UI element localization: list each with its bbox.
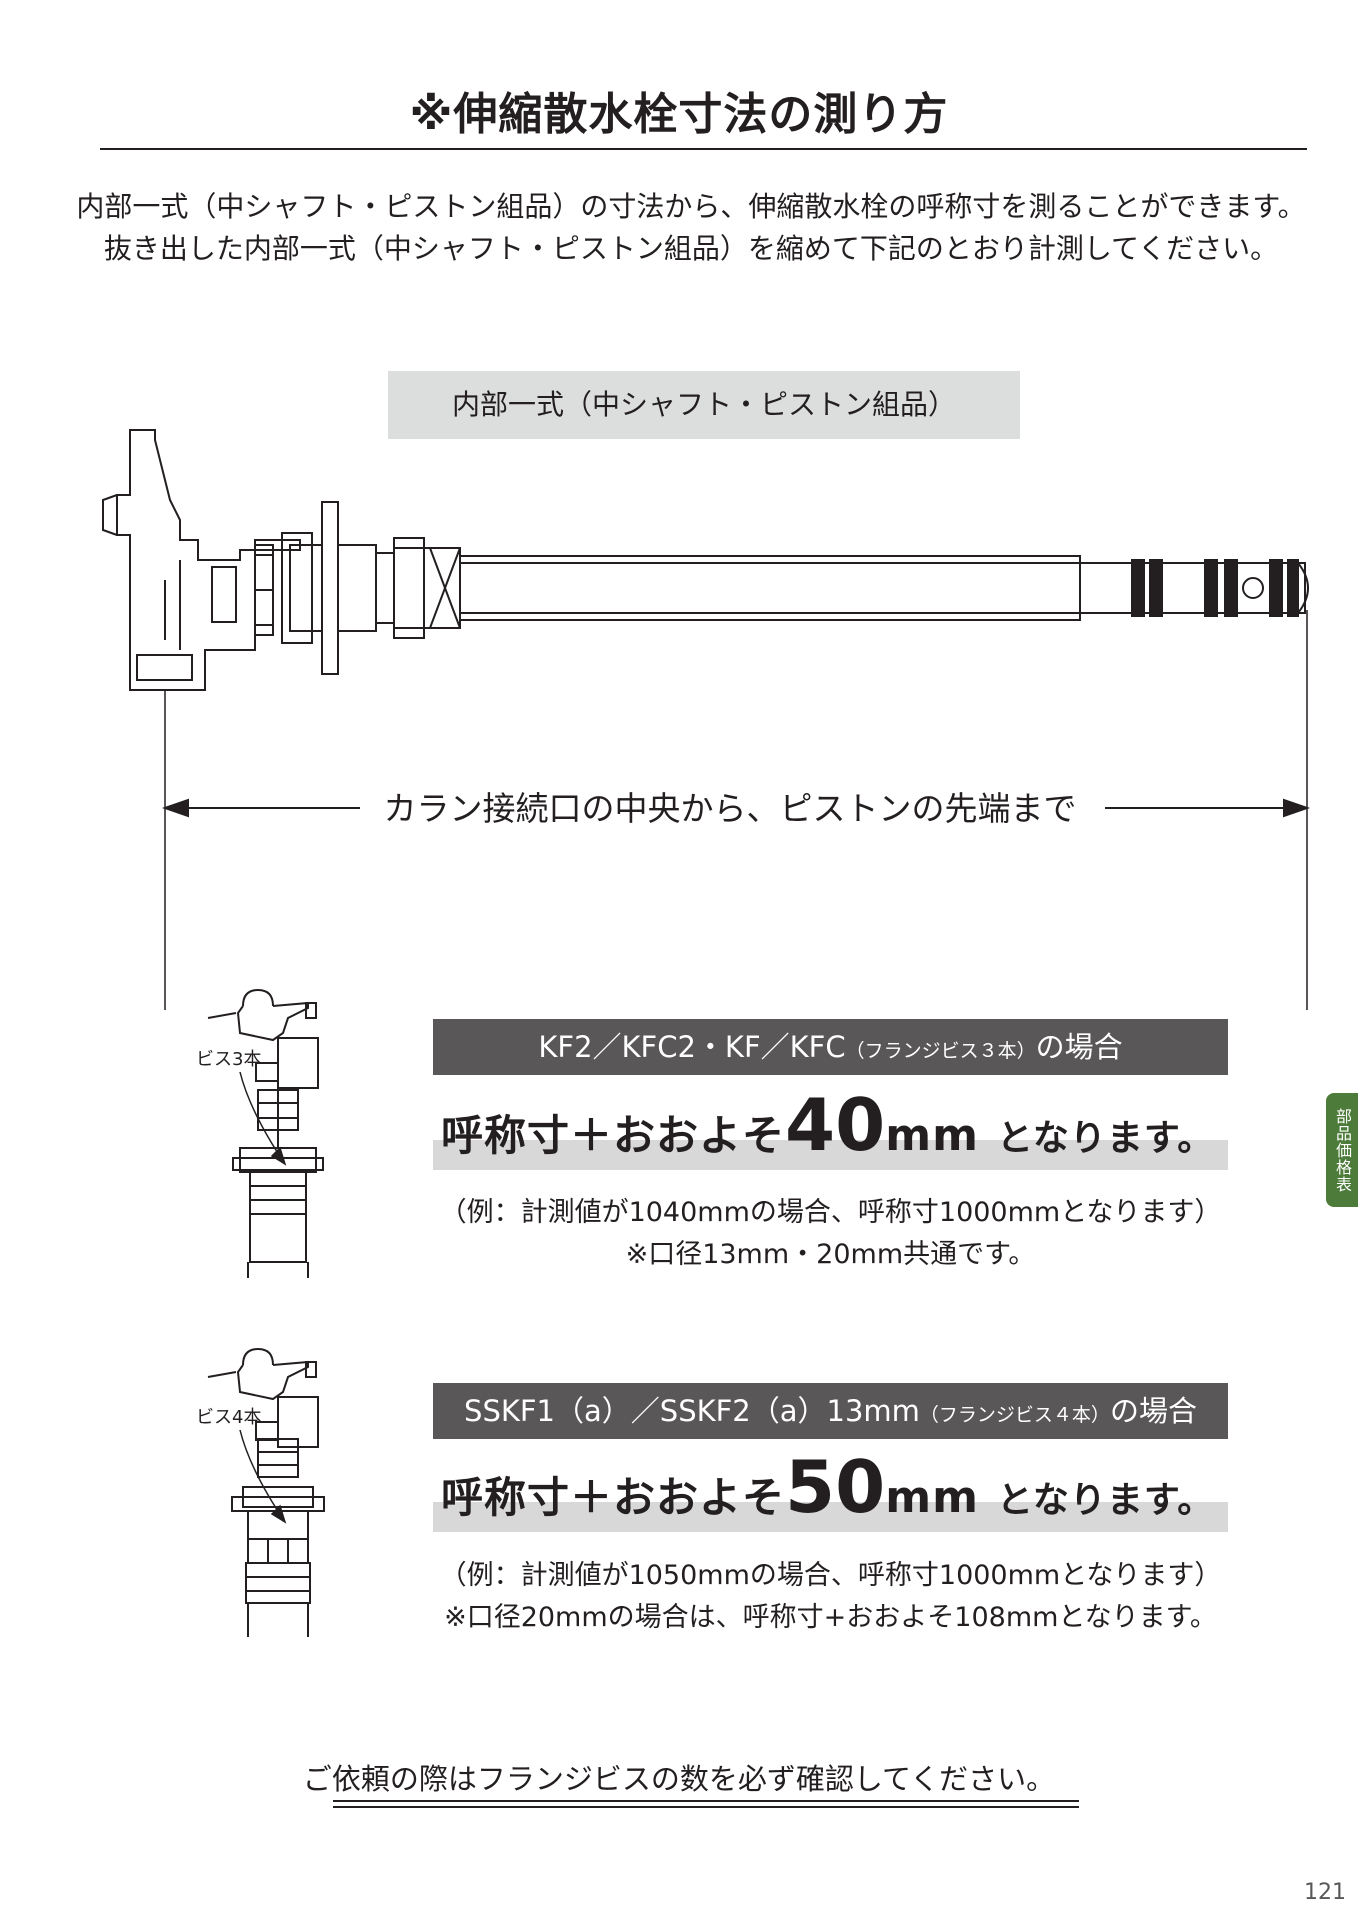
- case1-note-1: （例：計測値が1040mmの場合、呼称寸1000mmとなります）: [439, 1197, 1222, 1228]
- intro-text: 内部一式（中シャフト・ピストン組品）の寸法から、伸縮散水栓の呼称寸を測ることがで…: [60, 186, 1322, 270]
- case1-result-prefix: 呼称寸＋おおよそ: [441, 1111, 786, 1160]
- case1-notes: （例：計測値が1040mmの場合、呼称寸1000mmとなります） ※口径13mm…: [433, 1192, 1228, 1276]
- faucet-head-drawing: [102, 429, 301, 691]
- section-side-tab: 部品価格表: [1326, 1093, 1358, 1207]
- intro-line-2: 抜き出した内部一式（中シャフト・ピストン組品）を縮めて下記のとおり計測してくださ…: [103, 232, 1279, 265]
- case2-header-main: SSKF1（a）／SSKF2（a）13mm: [464, 1394, 920, 1428]
- screw-count-label-2: ビス4本: [196, 1407, 262, 1428]
- case2-result-number: 50: [785, 1445, 886, 1529]
- case2-result-tail: となります。: [996, 1480, 1215, 1521]
- case1-note-2: ※口径13mm・20mm共通です。: [625, 1239, 1036, 1270]
- screw-count-label-1: ビス3本: [196, 1049, 262, 1070]
- case1-header-small: （フランジビス３本）: [845, 1040, 1036, 1062]
- page-number: 121: [1304, 1880, 1346, 1905]
- case2-header-small: （フランジビス４本）: [919, 1404, 1110, 1426]
- case2-note-2: ※口径20mmの場合は、呼称寸+おおよそ108mmとなります。: [444, 1602, 1217, 1633]
- screw-pointer-2: [239, 1429, 287, 1524]
- case1-result-tail: となります。: [996, 1118, 1215, 1159]
- shaft-drawing: [459, 555, 1081, 621]
- intro-line-1: 内部一式（中シャフト・ピストン組品）の寸法から、伸縮散水栓の呼称寸を測ることがで…: [76, 190, 1306, 223]
- case1-result-number: 40: [785, 1083, 886, 1167]
- piston-body-drawing: [337, 537, 461, 639]
- case1-header-tail: の場合: [1035, 1030, 1123, 1064]
- dimension-arrow: [161, 798, 1311, 818]
- footer-notice: ご依頼の際はフランジビスの数を必ず確認してください。: [302, 1762, 1056, 1796]
- case2-header: SSKF1（a）／SSKF2（a）13mm（フランジビス４本）の場合: [433, 1383, 1228, 1439]
- footer-rule-top: [333, 1800, 1079, 1802]
- page-title: ※伸縮散水栓寸法の測り方: [409, 89, 949, 140]
- case2-notes: （例：計測値が1050mmの場合、呼称寸1000mmとなります） ※口径20mm…: [433, 1555, 1228, 1639]
- measure-instruction: カラン接続口の中央から、ピストンの先端まで: [360, 786, 1100, 832]
- case1-header: KF2／KFC2・KF／KFC（フランジビス３本）の場合: [433, 1019, 1228, 1075]
- case2-header-tail: の場合: [1109, 1394, 1197, 1428]
- nut-drawing: [254, 544, 274, 636]
- title-divider: [100, 148, 1307, 150]
- case1-result-unit: mm: [885, 1110, 979, 1161]
- case2-result-prefix: 呼称寸＋おおよそ: [441, 1473, 786, 1522]
- screw-pointer-1: [239, 1071, 287, 1166]
- footer-rule-bottom: [333, 1806, 1079, 1808]
- flange-drawing: [281, 501, 339, 675]
- extension-lines: [164, 610, 1308, 1010]
- case2-highlight: [433, 1502, 1228, 1532]
- piston-end-drawing: [1079, 559, 1309, 617]
- case1-header-main: KF2／KFC2・KF／KFC: [538, 1030, 846, 1064]
- assembly-label: 内部一式（中シャフト・ピストン組品）: [388, 371, 1020, 439]
- case2-result-unit: mm: [885, 1472, 979, 1523]
- case2-note-1: （例：計測値が1050mmの場合、呼称寸1000mmとなります）: [439, 1560, 1222, 1591]
- case1-highlight: [433, 1140, 1228, 1170]
